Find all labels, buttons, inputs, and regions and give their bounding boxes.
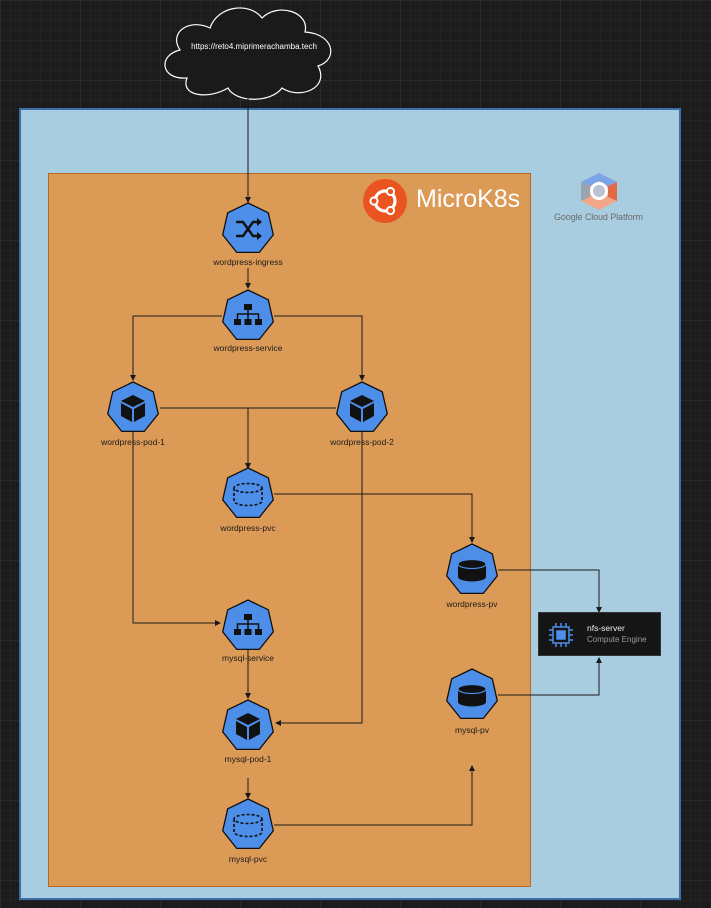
platform-name: Google Cloud Platform [554, 212, 643, 222]
mysql-pvc-label: mysql-pvc [228, 854, 268, 864]
wordpress-pod-1-label: wordpress-pod-1 [101, 437, 165, 447]
wordpress-service-label: wordpress-service [213, 343, 283, 353]
compute-engine-icon [549, 623, 573, 647]
nfs-server-name: nfs-server [587, 623, 625, 633]
mysql-service-label: mysql-service [222, 653, 274, 663]
mysql-pv-label: mysql-pv [454, 725, 490, 735]
cloud-url: https://reto4.miprimerachamba.tech [191, 42, 317, 51]
wordpress-ingress-label: wordpress-ingress [213, 257, 283, 267]
wordpress-pvc-label: wordpress-pvc [220, 523, 276, 533]
mysql-pod-1-label: mysql-pod-1 [224, 754, 272, 764]
microk8s-cluster [48, 173, 531, 887]
nfs-server-type: Compute Engine [587, 635, 647, 644]
cluster-title: MicroK8s [416, 185, 521, 213]
wordpress-pv-label: wordpress-pv [446, 599, 498, 609]
nfs-server-card[interactable]: nfs-server Compute Engine [538, 612, 661, 656]
wordpress-pod-2-label: wordpress-pod-2 [330, 437, 394, 447]
